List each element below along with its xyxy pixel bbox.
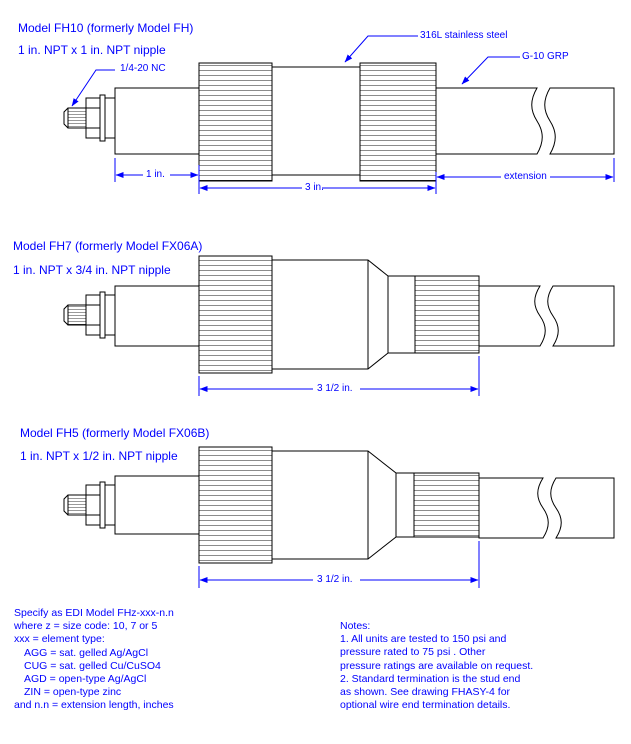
notes-line: pressure rated to 75 psi . Other <box>340 646 486 659</box>
fh5-title: Model FH5 (formerly Model FX06B) <box>20 426 210 440</box>
fh7-stud <box>67 304 87 326</box>
fh7-thread-right <box>414 275 480 354</box>
fh7-grp-body-left <box>114 285 200 347</box>
fh10-thread-left <box>198 62 273 182</box>
fh10-stud-leader <box>71 69 115 107</box>
fh10-dim-extension: extension <box>503 171 548 182</box>
fh10-steel-label: 316L stainless steel <box>420 30 508 41</box>
fh5-extension-right <box>550 477 615 539</box>
fh10-hex-nut <box>85 97 101 139</box>
fh7-thread-left <box>198 255 273 374</box>
fh10-center-body <box>271 66 361 176</box>
notes-line: optional wire end termination details. <box>340 699 511 712</box>
notes-line: 1. All units are tested to 150 psi and <box>340 633 507 646</box>
fh7-title: Model FH7 (formerly Model FX06A) <box>13 239 203 253</box>
fh7-subtitle: 1 in. NPT x 3/4 in. NPT nipple <box>13 263 171 277</box>
fh5-hex-nut <box>85 484 101 526</box>
fh5-extension-left <box>478 477 549 539</box>
fh5-dim: 3 1/2 in. <box>316 574 354 585</box>
fh10-grp-label: G-10 GRP <box>522 51 569 62</box>
fh5-subtitle: 1 in. NPT x 1/2 in. NPT nipple <box>20 449 178 463</box>
fh5-grp-body-left <box>114 475 200 535</box>
fh10-stud-label: 1/4-20 NC <box>120 63 166 74</box>
notes-line: 2. Standard termination is the stud end <box>340 672 521 685</box>
spec-line: xxx = element type: <box>14 633 105 646</box>
fh5-drawing <box>63 446 615 564</box>
fh10-dim-3in: 3 in. <box>304 182 325 193</box>
fh10-grp-body-left <box>114 87 200 155</box>
fh10-drawing <box>63 62 615 182</box>
fh7-dim: 3 1/2 in. <box>316 383 354 394</box>
fh7-extension-right <box>547 285 615 347</box>
fh7-extension-left <box>478 285 546 347</box>
fh10-washer <box>99 94 106 142</box>
fh10-extension-right <box>544 87 615 155</box>
fh10-dim-1in: 1 in. <box>145 169 166 180</box>
notes-block: Notes: 1. All units are tested to 150 ps… <box>340 620 533 712</box>
fh10-extension-left <box>435 87 543 155</box>
fh10-steel-leader <box>344 35 418 63</box>
fh5-thread-left <box>198 446 273 564</box>
spec-line: CUG = sat. gelled Cu/CuSO4 <box>24 659 161 672</box>
spec-line: where z = size code: 10, 7 or 5 <box>14 620 158 633</box>
spec-line: AGG = sat. gelled Ag/AgCl <box>24 646 149 659</box>
fh7-drawing <box>63 255 615 374</box>
fh7-hex-nut <box>85 294 101 336</box>
notes-line: Notes: <box>340 620 371 632</box>
fh7-center-body <box>271 259 389 370</box>
notes-line: as shown. See drawing FHASY-4 for <box>340 686 511 699</box>
spec-line: and n.n = extension length, inches <box>14 699 174 712</box>
fh10-grp-leader <box>461 56 520 85</box>
fh10-title: Model FH10 (formerly Model FH) <box>18 21 194 35</box>
spec-line: ZIN = open-type zinc <box>24 686 122 699</box>
spec-block: Specify as EDI Model FHz-xxx-n.n where z… <box>14 607 174 713</box>
fh10-stud <box>67 107 87 129</box>
spec-line: Specify as EDI Model FHz-xxx-n.n <box>14 607 174 619</box>
fh5-thread-right <box>413 472 480 538</box>
fh5-stud <box>67 494 87 516</box>
notes-line: pressure ratings are available on reques… <box>340 659 534 672</box>
spec-line: AGD = open-type Ag/AgCl <box>24 673 147 686</box>
fh10-subtitle: 1 in. NPT x 1 in. NPT nipple <box>18 43 166 57</box>
fh5-center-body <box>271 450 397 560</box>
fh10-thread-right <box>359 62 437 182</box>
